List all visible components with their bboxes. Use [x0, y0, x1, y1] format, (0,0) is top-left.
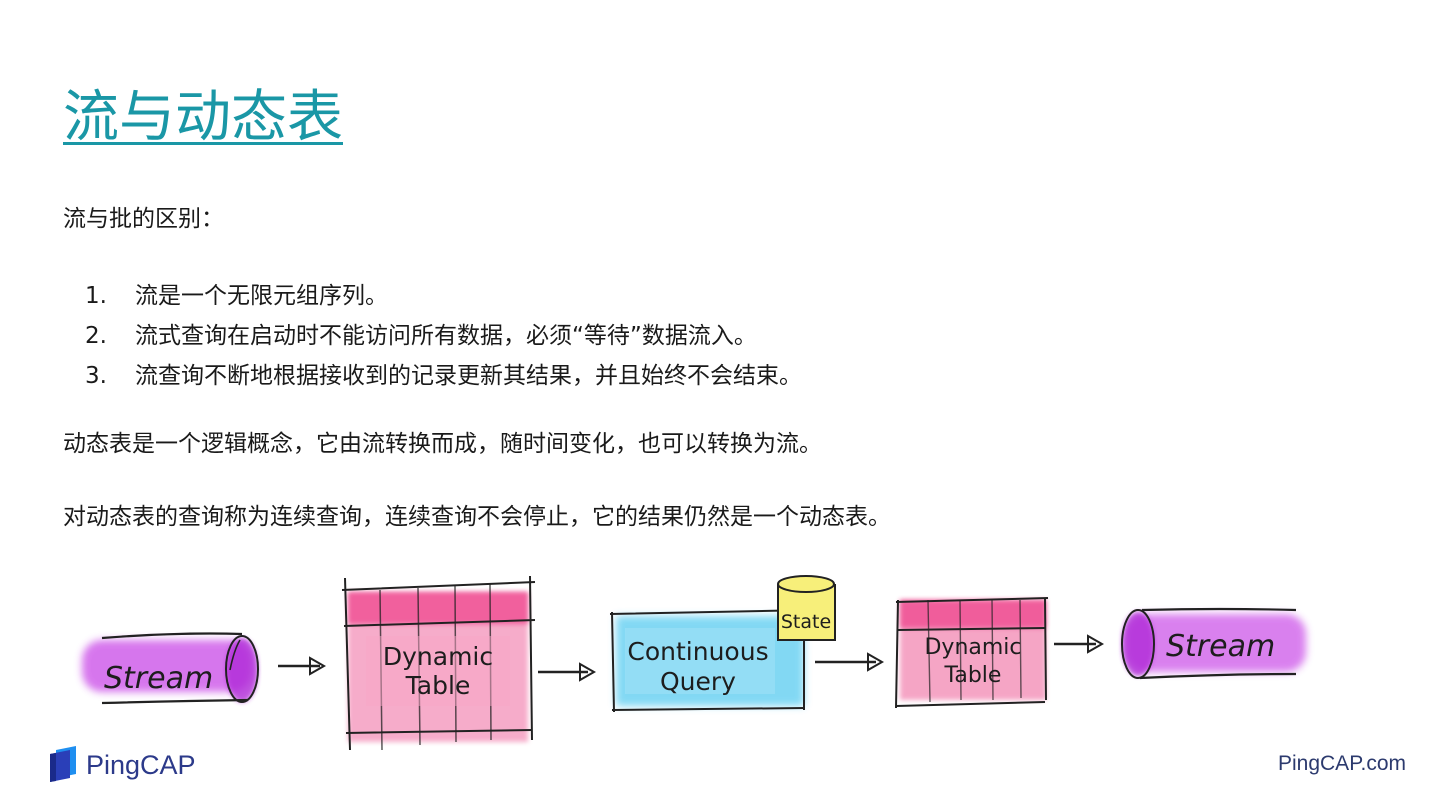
pingcap-logo-icon — [50, 746, 76, 782]
list-number: 3. — [85, 363, 107, 389]
list-number: 1. — [85, 283, 107, 309]
continuous-query-label-line2: Query — [660, 667, 736, 696]
stream-output-label: Stream — [1166, 629, 1275, 664]
stream-dynamic-table-diagram: Stream Dynamic Table Continuous Query St… — [82, 575, 1306, 751]
arrow-icon — [815, 652, 885, 672]
state-database-icon: State — [777, 575, 836, 641]
dynamic-table-1-shape: Dynamic Table — [341, 575, 536, 751]
list-text: 流查询不断地根据接收到的记录更新其结果，并且始终不会结束。 — [135, 363, 802, 389]
list-item: 1. 流是一个无限元组序列。 — [63, 276, 802, 316]
dynamic-table-2-label-line2: Table — [944, 663, 1002, 688]
difference-list: 1. 流是一个无限元组序列。 2. 流式查询在启动时不能访问所有数据，必须“等待… — [63, 276, 802, 396]
continuous-query-paragraph: 对动态表的查询称为连续查询，连续查询不会停止，它的结果仍然是一个动态表。 — [63, 504, 891, 530]
arrow-icon — [278, 656, 327, 676]
stream-output-shape: Stream — [1121, 607, 1306, 680]
pingcap-logo[interactable]: PingCAP — [48, 746, 196, 784]
dynamic-table-paragraph: 动态表是一个逻辑概念，它由流转换而成，随时间变化，也可以转换为流。 — [63, 431, 822, 457]
intro-text: 流与批的区别： — [63, 206, 224, 232]
stream-input-label: Stream — [104, 661, 213, 696]
state-label: State — [781, 611, 831, 633]
continuous-query-shape: Continuous Query — [609, 609, 811, 713]
dynamic-table-1-label-line2: Table — [405, 671, 471, 700]
pingcap-website-link[interactable]: PingCAP.com — [1277, 752, 1406, 775]
continuous-query-label-line1: Continuous — [627, 637, 768, 666]
list-item: 3. 流查询不断地根据接收到的记录更新其结果，并且始终不会结束。 — [63, 356, 802, 396]
list-item: 2. 流式查询在启动时不能访问所有数据，必须“等待”数据流入。 — [63, 316, 802, 356]
arrow-icon — [538, 662, 597, 682]
arrow-icon — [1054, 634, 1105, 654]
dynamic-table-2-label-line1: Dynamic — [924, 635, 1021, 660]
pingcap-logo-text: PingCAP — [86, 749, 196, 780]
list-number: 2. — [85, 323, 107, 349]
dynamic-table-1-label-line1: Dynamic — [383, 642, 493, 671]
list-text: 流是一个无限元组序列。 — [135, 283, 388, 309]
list-text: 流式查询在启动时不能访问所有数据，必须“等待”数据流入。 — [135, 323, 757, 349]
dynamic-table-2-shape: Dynamic Table — [895, 597, 1049, 709]
slide-title[interactable]: 流与动态表 — [63, 85, 343, 150]
stream-input-shape: Stream — [82, 632, 259, 705]
